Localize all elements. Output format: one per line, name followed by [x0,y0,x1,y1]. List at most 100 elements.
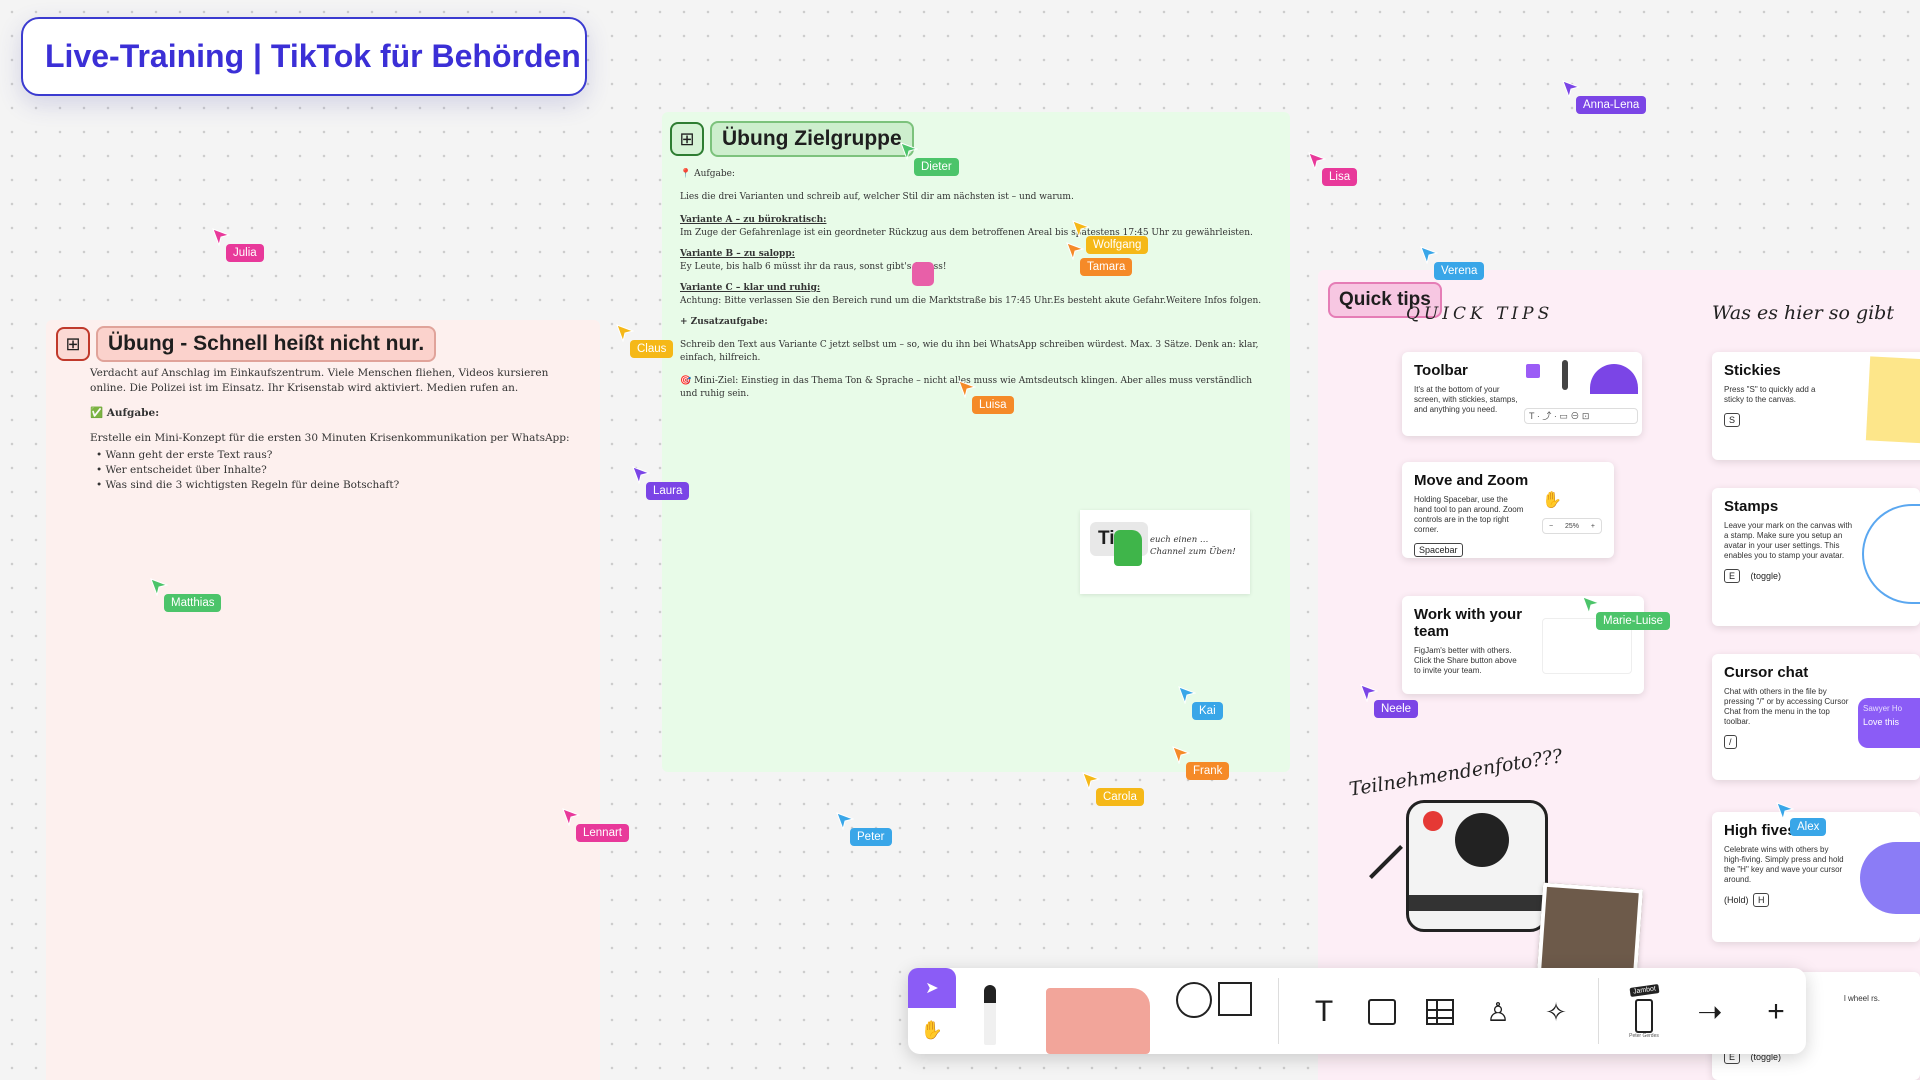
board-title-banner[interactable]: Live-Training | TikTok für Behörden [21,17,587,96]
cursor-name-tag: Lennart [576,824,630,842]
pen-icon [1562,360,1568,390]
cursor-arrow-icon [900,142,919,161]
section-zielgruppe-header[interactable]: ⊞ Übung Zielgruppe [670,121,914,157]
high-five-hand-icon [1860,842,1920,914]
hand-tool-icon[interactable]: ✋ [920,1019,944,1040]
section-zielgruppe-body: 📍 Aufgabe: Lies die drei Varianten und s… [680,168,1270,411]
keycap-slash: / [1724,735,1737,749]
section-zielgruppe[interactable] [662,112,1290,772]
sticky-icon [1526,364,1540,378]
extra-label: + Zusatzaufgabe: [680,317,768,327]
section-zielgruppe-title: Übung Zielgruppe [710,121,914,157]
tip-card-move-zoom[interactable]: Move and Zoom Holding Spacebar, use the … [1402,462,1614,558]
cursor-alex: Alex [1776,802,1827,836]
keycap-s: S [1724,413,1741,427]
shape-tool-icon[interactable] [1172,982,1262,1052]
list-item: Wer entscheidet über Inhalte? [96,463,570,478]
cursor-name-tag: Verena [1434,262,1485,280]
participant-photo[interactable] [1536,882,1644,980]
cursor-neele: Neele [1360,684,1419,718]
more-tools-plus-icon[interactable]: + [1767,995,1785,1028]
tip-card-stickies[interactable]: Stickies Press "S" to quickly add a stic… [1712,352,1920,460]
select-tool-icon[interactable]: ➤ [908,968,956,1008]
cursor-name-tag: Marie-Luise [1596,612,1671,630]
cursor-name-tag: Luisa [972,396,1014,414]
camera-icon[interactable] [1406,800,1548,932]
section-schnell-header[interactable]: ⊞ Übung - Schnell heißt nicht nur. [56,326,437,362]
team-preview [1542,618,1632,674]
cursor-luisa: Luisa [958,380,1014,414]
list-item: Was sind die 3 wichtigsten Regeln für de… [96,478,570,493]
tip-sticky[interactable]: Ti euch einen … Channel zum Üben! [1080,510,1250,594]
variant-a: Variante A – zu bürokratisch: Im Zuge de… [680,214,1270,240]
cursor-name-tag: Kai [1192,702,1223,720]
cursor-tamara: Tamara [1066,242,1133,276]
board-title: Live-Training | TikTok für Behörden [45,38,581,74]
cursor-arrow-icon [1308,152,1327,171]
cursor-carola: Carola [1082,772,1144,806]
section-schnell[interactable] [46,320,600,1080]
cursor-arrow-icon [1562,80,1581,99]
face-sticker-icon[interactable] [912,262,934,286]
sticky-note-tool-icon[interactable] [1046,988,1150,1054]
keycap-h: H [1752,893,1770,907]
task-text: Lies die drei Varianten und schreib auf,… [680,192,1074,202]
variant-b-label: Variante B – zu salopp: [680,249,795,259]
card-title: Toolbar [1414,362,1468,379]
task-list: Wann geht der erste Text raus? Wer entsc… [90,448,570,493]
tip-card-cursor-chat[interactable]: Cursor chat Chat with others in the file… [1712,654,1920,780]
table-tool-icon[interactable] [1418,990,1462,1034]
card-text: Leave your mark on the canvas with a sta… [1724,521,1853,560]
chat-message: Love this [1863,717,1900,727]
cursor-arrow-icon [1360,684,1379,703]
cursor-julia: Julia [212,228,264,262]
cursor-name-tag: Alex [1790,818,1827,836]
cursor-name-tag: Julia [226,244,264,262]
cursor-name-tag: Neele [1374,700,1419,718]
section-tool-icon[interactable] [1360,990,1404,1034]
cursor-marie-luise: Marie-Luise [1582,596,1671,630]
key-note: (toggle) [1750,571,1781,581]
cursor-arrow-icon [616,324,635,343]
tip-card-high-fives[interactable]: High fives Celebrate wins with others by… [1712,812,1920,942]
connector-arrow-icon[interactable]: ➝ [1697,995,1723,1029]
cursor-arrow-icon [212,228,231,247]
cursor-arrow-icon [1776,802,1795,821]
tip-sticky-script: euch einen … Channel zum Üben! [1150,535,1236,557]
cursor-verena: Verena [1420,246,1485,280]
variant-a-text: Im Zuge der Gefahrenlage ist ein geordne… [680,228,1253,238]
cursor-name-tag: Dieter [914,158,959,176]
ai-sparkle-icon[interactable]: ✧ [1545,996,1567,1027]
camera-slot [1409,895,1545,911]
stamp-tool-icon[interactable]: ♙ [1486,996,1510,1027]
features-heading: Was es hier so gibt [1712,302,1894,324]
chat-user-name: Sawyer Ho [1863,704,1903,713]
cursor-lisa: Lisa [1308,152,1358,186]
cursor-arrow-icon [1172,746,1191,765]
list-item: Wann geht der erste Text raus? [96,448,570,463]
cursor-name-tag: Laura [646,482,690,500]
cursor-lennart: Lennart [562,808,630,842]
card-text: Chat with others in the file by pressing… [1724,687,1849,726]
variant-b-text: Ey Leute, bis halb 6 müsst ihr da raus, … [680,262,947,272]
cursor-anna-lena: Anna-Lena [1562,80,1647,114]
pen-tool-icon[interactable] [982,980,998,1050]
cursor-name-tag: Claus [630,340,674,358]
tip-card-toolbar[interactable]: Toolbar It's at the bottom of your scree… [1402,352,1642,436]
cursor-matthias: Matthias [150,578,222,612]
card-text: FigJam's better with others. Click the S… [1414,646,1517,675]
bottom-toolbar[interactable]: ➤ ✋ T ♙ ✧ Jambot Peter Gerdes ➝ + [908,968,1806,1054]
card-title: Stamps [1724,498,1779,515]
intro-text: Verdacht auf Anschlag im Einkaufszentrum… [90,367,549,394]
widget-tool-icon[interactable]: Jambot Peter Gerdes [1612,976,1676,1048]
tip-card-team[interactable]: Work with your team FigJam's better with… [1402,596,1644,694]
text-tool-icon[interactable]: T [1314,995,1334,1028]
card-text: Press "S" to quickly add a sticky to the… [1724,385,1816,404]
cursor-name-tag: Carola [1096,788,1144,806]
cursor-arrow-icon [632,466,651,485]
goal-text: 🎯 Mini-Ziel: Einstieg in das Thema Ton &… [680,376,1253,399]
quick-tips-label[interactable]: Quick tips [1328,282,1442,318]
cursor-arrow-icon [1582,596,1601,615]
section-schnell-title: Übung - Schnell heißt nicht nur. [96,326,437,362]
tip-card-stamps[interactable]: Stamps Leave your mark on the canvas wit… [1712,488,1920,626]
